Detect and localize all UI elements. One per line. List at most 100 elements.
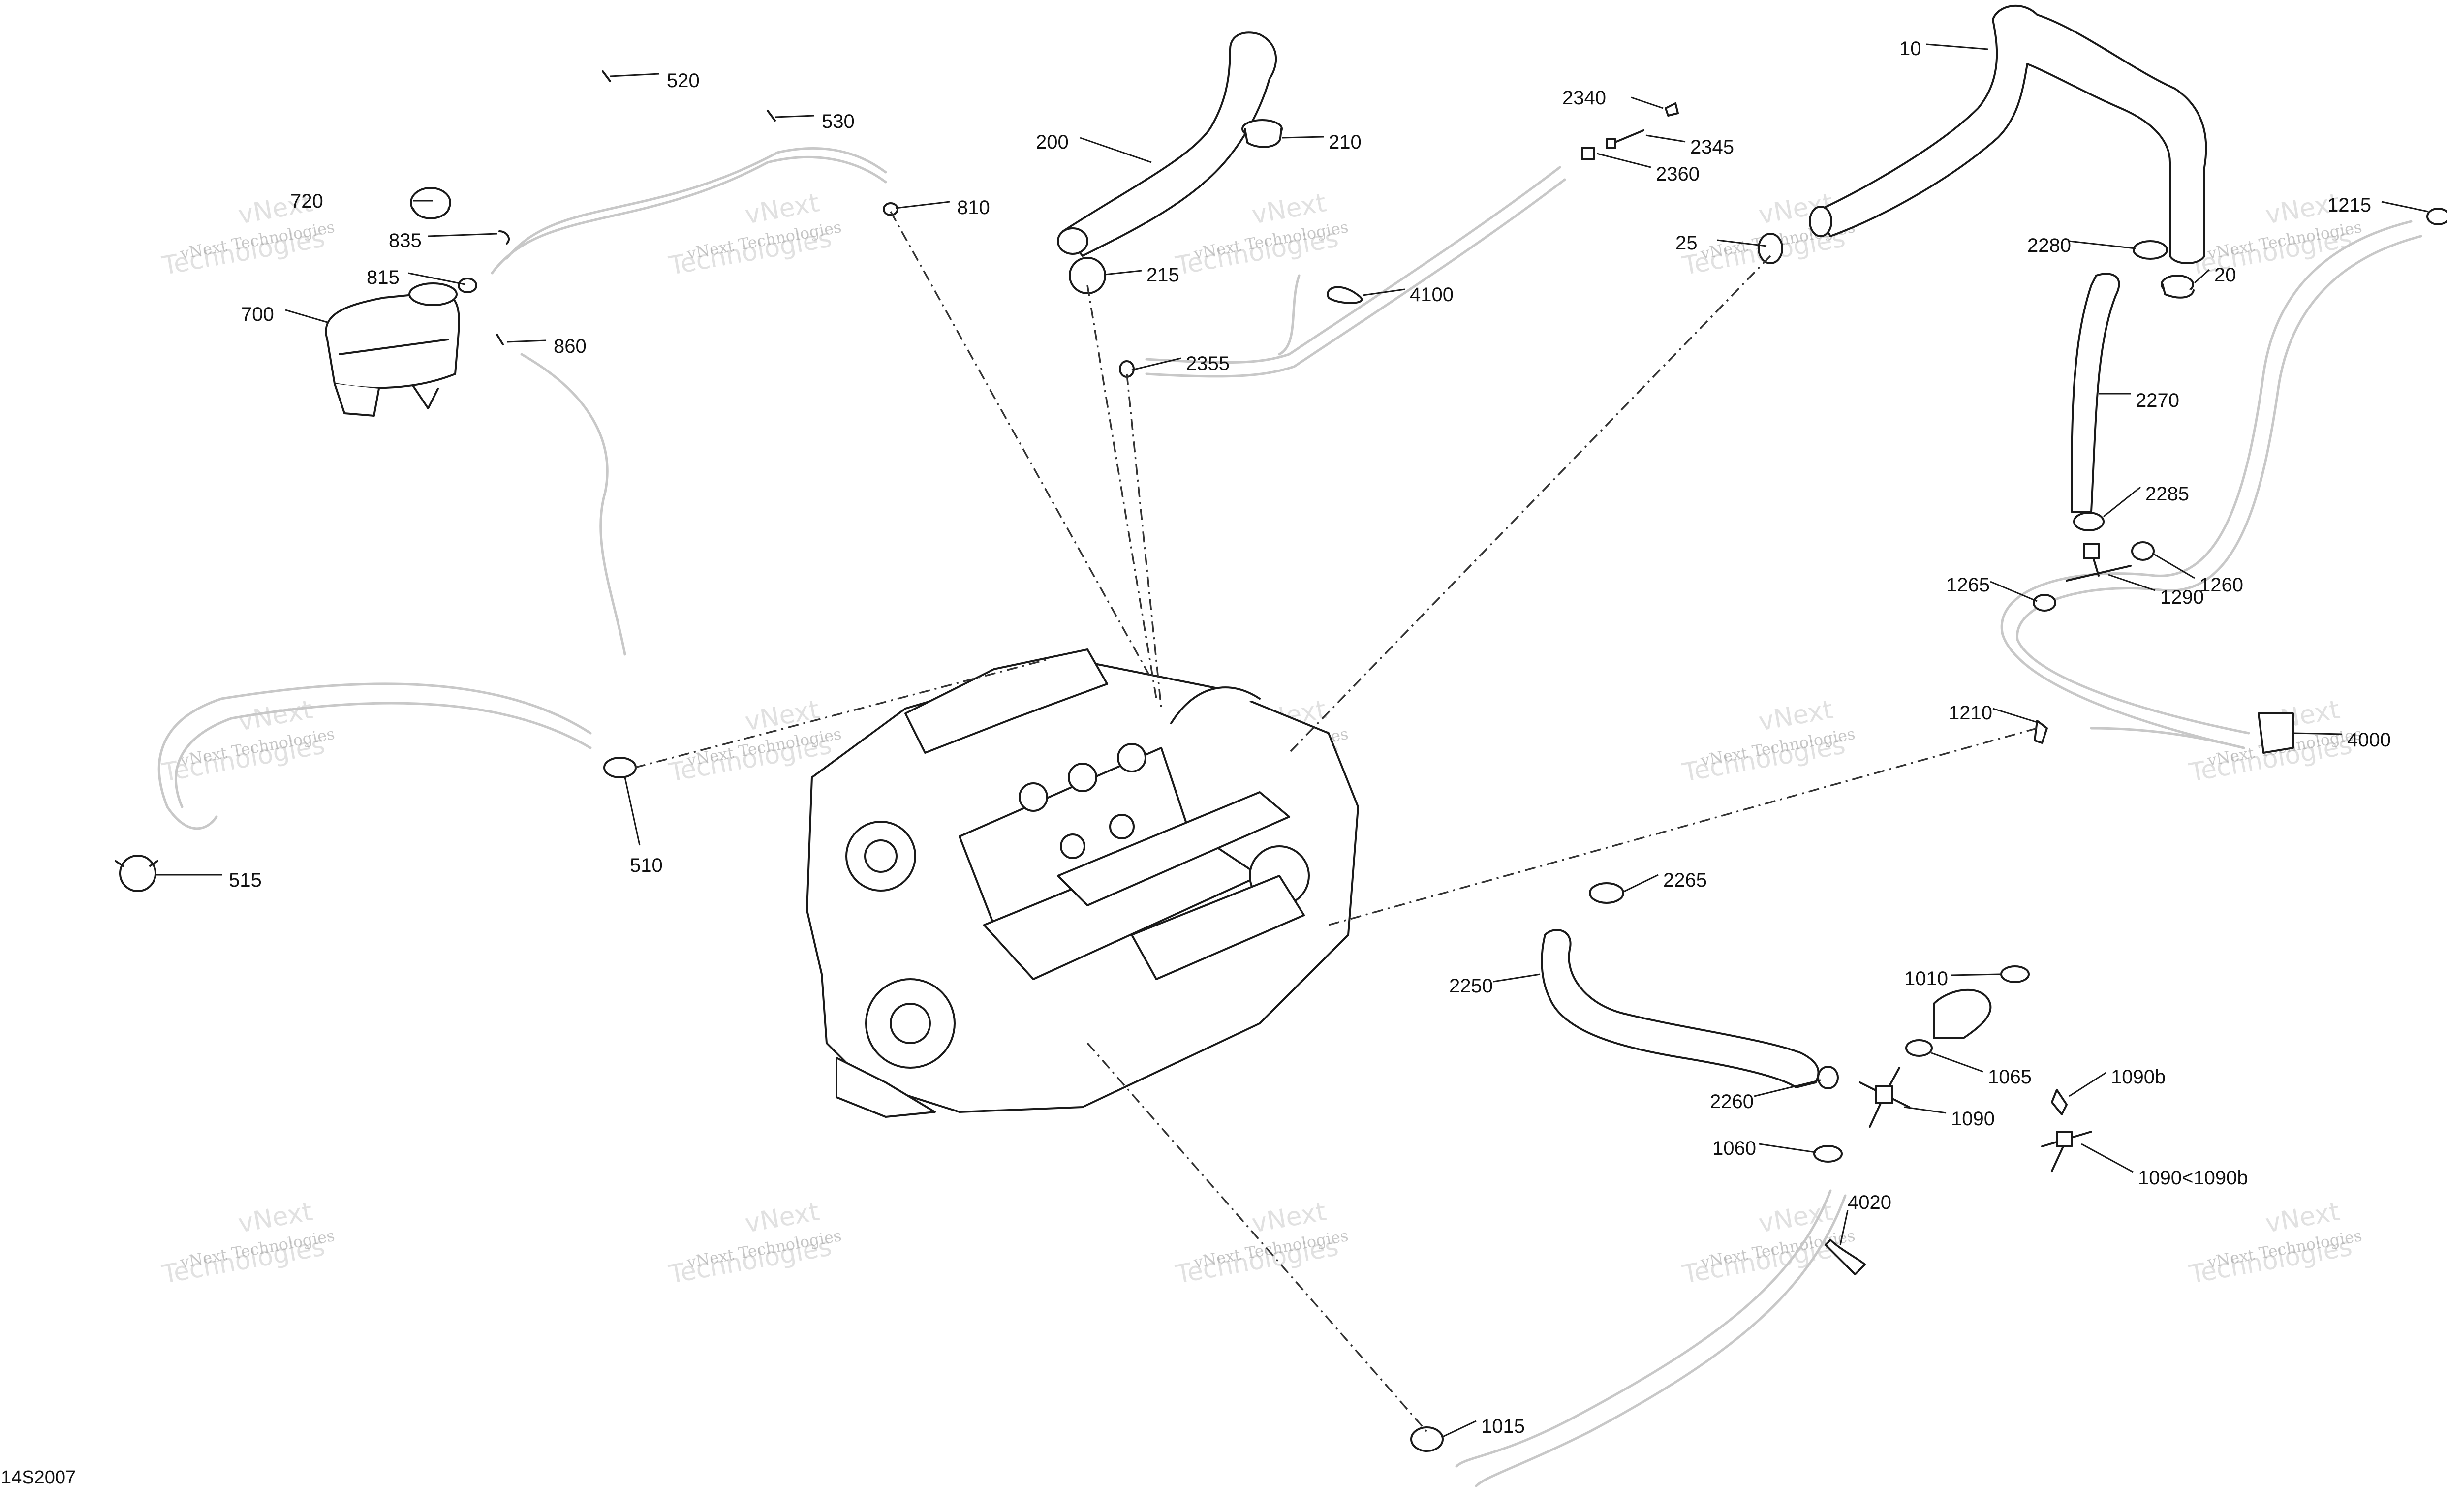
callout-label: 1060 bbox=[1712, 1138, 1756, 1159]
callout-leader bbox=[1717, 239, 1767, 247]
callout-leader bbox=[2194, 269, 2210, 284]
callout-leader bbox=[1631, 96, 1664, 109]
clamp-2285 bbox=[2073, 512, 2105, 531]
fitting-2345 bbox=[1606, 129, 1644, 149]
callout-leader bbox=[1131, 357, 1181, 371]
clamp-2280 bbox=[2133, 240, 2168, 260]
tee-1090 bbox=[1859, 1067, 1910, 1128]
callout-label: 2360 bbox=[1656, 163, 1700, 185]
callout-label: 25 bbox=[1675, 232, 1698, 254]
callout-leader bbox=[1623, 874, 1659, 893]
callout-leader bbox=[506, 339, 547, 343]
callout-leader bbox=[1951, 973, 2001, 976]
callout-label: 4000 bbox=[2347, 729, 2391, 751]
callout-leader bbox=[624, 777, 641, 846]
callout-label: 2355 bbox=[1186, 353, 1230, 374]
callout-label: 720 bbox=[290, 190, 323, 212]
callout-label: 700 bbox=[241, 304, 274, 325]
callout-leader bbox=[2152, 553, 2195, 579]
callout-label: 835 bbox=[389, 230, 422, 251]
callout-label: 210 bbox=[1329, 131, 1362, 153]
callout-label: 860 bbox=[554, 336, 587, 357]
clamp-2260 bbox=[1817, 1066, 1839, 1089]
callout-leader bbox=[2081, 1143, 2134, 1173]
callout-label: 515 bbox=[229, 869, 262, 891]
callout-leader bbox=[1645, 134, 1686, 143]
callout-leader bbox=[1442, 1420, 1477, 1438]
callout-leader bbox=[2108, 574, 2156, 591]
callout-leader bbox=[2381, 201, 2429, 213]
callout-label: 215 bbox=[1146, 264, 1179, 286]
clamp-1215 bbox=[2426, 208, 2447, 225]
callout-leader bbox=[1926, 43, 1988, 50]
clamp-25 bbox=[1758, 233, 1783, 264]
clamp-510 bbox=[603, 757, 637, 778]
callout-label: 2345 bbox=[1690, 136, 1734, 158]
clip-520 bbox=[602, 70, 611, 82]
clip-4100 bbox=[1327, 286, 1363, 304]
fitting-1090b bbox=[2051, 1089, 2068, 1115]
clamp-4000 bbox=[2258, 712, 2294, 754]
callout-label: 1215 bbox=[2327, 194, 2371, 216]
callout-label: 1090<1090b bbox=[2138, 1167, 2248, 1189]
callout-leader bbox=[1754, 1079, 1821, 1097]
callout-leader bbox=[1281, 136, 1324, 139]
callout-label: 520 bbox=[667, 70, 700, 92]
coolant-reservoir bbox=[325, 282, 460, 417]
callout-leader bbox=[1596, 153, 1651, 168]
hose-200 bbox=[1057, 31, 1277, 257]
callout-label: 1090b bbox=[2111, 1066, 2166, 1088]
callout-label: 1015 bbox=[1481, 1416, 1525, 1437]
bolt-2340 bbox=[1665, 102, 1679, 117]
callout-leader bbox=[610, 73, 660, 77]
clamp-1260 bbox=[2131, 541, 2155, 561]
clamp-1265 bbox=[2033, 594, 2056, 612]
clamp-4020 bbox=[1825, 1239, 1866, 1275]
callout-label: 4020 bbox=[1848, 1192, 1891, 1213]
callout-label: 2250 bbox=[1449, 975, 1493, 997]
callout-label: 1210 bbox=[1949, 702, 1992, 724]
figure-id: 14S2007 bbox=[1, 1467, 76, 1488]
callout-label: 2280 bbox=[2027, 235, 2071, 256]
callout-label: 4100 bbox=[1410, 284, 1454, 306]
callout-label: 510 bbox=[630, 855, 663, 876]
clamp-1065 bbox=[1905, 1039, 1933, 1057]
callout-label: 1065 bbox=[1988, 1066, 2032, 1088]
callout-label: 2340 bbox=[1562, 87, 1606, 109]
clamp-1210 bbox=[2034, 720, 2048, 744]
callout-leader bbox=[1493, 973, 1541, 983]
callout-leader bbox=[1904, 1106, 1947, 1114]
callout-leader bbox=[1104, 270, 1142, 276]
clip-860 bbox=[496, 334, 504, 345]
clamp-515 bbox=[115, 855, 158, 892]
callout-label: 1265 bbox=[1946, 574, 1990, 596]
callout-leader bbox=[2292, 732, 2343, 735]
callout-label: 2270 bbox=[2136, 390, 2179, 411]
connection-lines bbox=[634, 211, 2038, 1433]
engine-block bbox=[806, 648, 1359, 1118]
tee-1290 bbox=[2066, 543, 2132, 582]
clamp-20 bbox=[2161, 275, 2195, 299]
hose-2250 bbox=[1541, 929, 1820, 1088]
callout-label: 20 bbox=[2214, 264, 2236, 286]
clip-810 bbox=[883, 202, 898, 216]
clamp-1060 bbox=[1813, 1145, 1843, 1163]
callout-leader bbox=[1363, 288, 1405, 296]
callout-leader bbox=[1990, 581, 2038, 602]
callout-label: 2265 bbox=[1663, 869, 1707, 891]
clamp-1015 bbox=[1410, 1426, 1444, 1452]
clamp-835 bbox=[498, 230, 510, 245]
callout-leader bbox=[2103, 486, 2141, 518]
callout-label: 2260 bbox=[1710, 1091, 1754, 1112]
callout-leader bbox=[1759, 1143, 1816, 1153]
callout-leader bbox=[428, 233, 497, 237]
callout-leader bbox=[285, 309, 328, 323]
callout-label: 2285 bbox=[2145, 483, 2189, 505]
nut-2360 bbox=[1581, 147, 1595, 160]
callout-leader bbox=[1931, 1052, 1983, 1073]
callout-label: 10 bbox=[1899, 38, 1921, 60]
